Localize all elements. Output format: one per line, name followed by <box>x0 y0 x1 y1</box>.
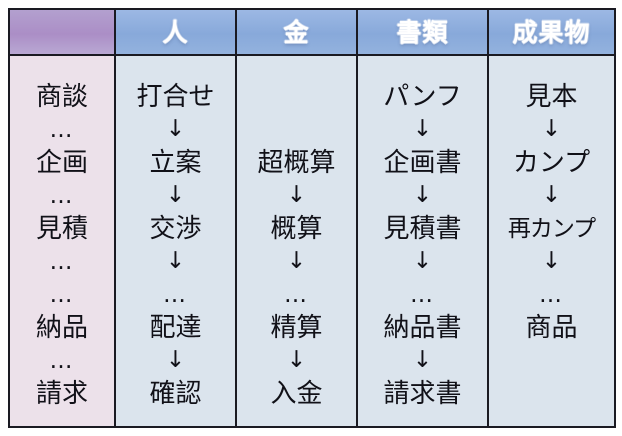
flow-step-label: 請求 <box>35 378 88 409</box>
money-flow: 超概算 ↓ 概算 ↓ … 精算 ↓ 入金 <box>237 72 356 411</box>
flow-step-label: 企画 <box>35 147 88 178</box>
deliverables-column-cell: 見本 ↓ カンプ ↓ 再カンプ ↓ … 商品 <box>487 54 616 428</box>
flow-step-label: 概算 <box>270 213 323 244</box>
column-header-kane[interactable]: 金 <box>235 8 358 56</box>
people-column-cell: 打合せ ↓ 立案 ↓ 交渉 ↓ … 配達 ↓ 確認 <box>114 54 237 428</box>
down-arrow-icon: ↓ <box>541 247 562 274</box>
column-header-seika-label: 成果物 <box>512 17 591 47</box>
flow-step-label: 商談 <box>35 81 88 112</box>
ellipsis-marker: … <box>284 281 309 308</box>
money-column-cell: 超概算 ↓ 概算 ↓ … 精算 ↓ 入金 <box>235 54 358 428</box>
empty-slot <box>237 114 356 147</box>
down-arrow-icon: ↓ <box>541 115 562 142</box>
flow-step-label: 交渉 <box>149 213 202 244</box>
flow-step-label: 入金 <box>270 378 323 409</box>
down-arrow-icon: ↓ <box>165 115 186 142</box>
flow-step-label: 配達 <box>149 312 202 343</box>
flow-step-label: 精算 <box>270 312 323 343</box>
column-header-sho[interactable]: 書類 <box>356 8 489 56</box>
table-body-row: 商談 … 企画 … 見積 … … 納品 … 請求 打合せ ↓ 立案 ↓ 交渉 ↓ … 配達 ↓ 確認 超概算 ↓ 概算 ↓… <box>8 54 616 428</box>
ellipsis-marker: … <box>49 116 75 143</box>
ellipsis-marker: … <box>163 281 188 308</box>
flow-step-label: カンプ <box>512 147 591 178</box>
empty-slot <box>489 345 614 378</box>
down-arrow-icon: ↓ <box>541 181 562 208</box>
ellipsis-marker: … <box>410 281 435 308</box>
down-arrow-icon: ↓ <box>165 346 186 373</box>
process-matrix-table: 人 金 書類 成果物 商談 … 企画 … 見積 … … 納品 … 請求 打合せ ↓ 立案 ↓ 交渉 ↓ … 配達… <box>8 8 616 428</box>
deliverables-flow: 見本 ↓ カンプ ↓ 再カンプ ↓ … 商品 <box>489 72 614 411</box>
ellipsis-marker: … <box>49 248 75 275</box>
column-header-hito-label: 人 <box>162 17 189 47</box>
down-arrow-icon: ↓ <box>412 181 433 208</box>
flow-step-label: パンフ <box>383 81 462 112</box>
flow-step-label: 立案 <box>149 147 202 178</box>
down-arrow-icon: ↓ <box>412 346 433 373</box>
down-arrow-icon: ↓ <box>165 247 186 274</box>
down-arrow-icon: ↓ <box>286 181 307 208</box>
flow-step-label: 見本 <box>525 81 578 112</box>
header-corner-cell <box>8 8 116 56</box>
documents-flow: パンフ ↓ 企画書 ↓ 見積書 ↓ … 納品書 ↓ 請求書 <box>358 72 487 411</box>
flow-step-label: 確認 <box>149 378 202 409</box>
ellipsis-marker: … <box>539 281 564 308</box>
documents-column-cell: パンフ ↓ 企画書 ↓ 見積書 ↓ … 納品書 ↓ 請求書 <box>356 54 489 428</box>
flow-step-label: 打合せ <box>136 81 215 112</box>
ellipsis-marker: … <box>49 182 75 209</box>
flow-step-label: 企画書 <box>383 147 462 178</box>
people-flow: 打合せ ↓ 立案 ↓ 交渉 ↓ … 配達 ↓ 確認 <box>116 72 235 411</box>
down-arrow-icon: ↓ <box>165 181 186 208</box>
flow-step-label: 請求書 <box>383 378 462 409</box>
ellipsis-marker: … <box>49 281 75 308</box>
column-header-seika[interactable]: 成果物 <box>487 8 616 56</box>
phase-flow: 商談 … 企画 … 見積 … … 納品 … 請求 <box>10 72 114 411</box>
down-arrow-icon: ↓ <box>286 346 307 373</box>
column-header-sho-label: 書類 <box>396 17 449 47</box>
flow-step-label: 見積書 <box>383 213 462 244</box>
ellipsis-marker: … <box>49 347 75 374</box>
empty-slot <box>237 81 356 114</box>
down-arrow-icon: ↓ <box>412 115 433 142</box>
flow-step-label: 商品 <box>525 312 578 343</box>
table-header-row: 人 金 書類 成果物 <box>8 8 616 56</box>
flow-step-label: 超概算 <box>257 147 336 178</box>
phase-column-cell: 商談 … 企画 … 見積 … … 納品 … 請求 <box>8 54 116 428</box>
column-header-kane-label: 金 <box>283 17 310 47</box>
empty-slot <box>489 378 614 411</box>
down-arrow-icon: ↓ <box>286 247 307 274</box>
flow-step-label: 納品書 <box>383 312 462 343</box>
flow-step-label: 納品 <box>35 312 88 343</box>
column-header-hito[interactable]: 人 <box>114 8 237 56</box>
flow-step-label: 見積 <box>35 213 88 244</box>
flow-step-label: 再カンプ <box>507 215 596 242</box>
down-arrow-icon: ↓ <box>412 247 433 274</box>
